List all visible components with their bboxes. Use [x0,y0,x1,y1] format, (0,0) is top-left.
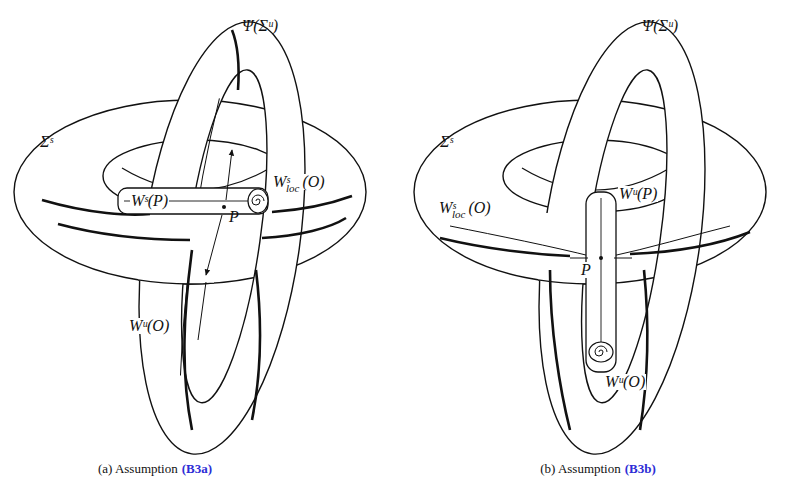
math-label: Σˢ [40,134,53,150]
caption-text: (a) Assumption [98,462,178,475]
math-label: Wᵘ(P) [618,186,658,202]
subscript-label: loc [451,209,466,220]
math-label: P [580,262,592,278]
math-label: Wˢ(P) [130,193,169,209]
subscript-label: loc [285,183,300,194]
math-label: Ψ(Σᵘ) [642,18,678,34]
math-label: Σˢ [440,134,453,150]
panel-a [14,11,366,464]
math-label: P [229,209,239,225]
caption-text: (B3b) [625,462,656,475]
math-label: Wᵘ(O) [128,318,170,334]
caption-text: (B3a) [182,462,212,475]
math-label: Ψ(Σᵘ) [242,18,278,34]
math-label: (O) [301,174,325,190]
panel-b [414,11,766,464]
math-label: (O) [467,200,491,216]
math-label: Wᵘ(O) [604,374,646,390]
caption-text: (b) Assumption [540,462,621,475]
